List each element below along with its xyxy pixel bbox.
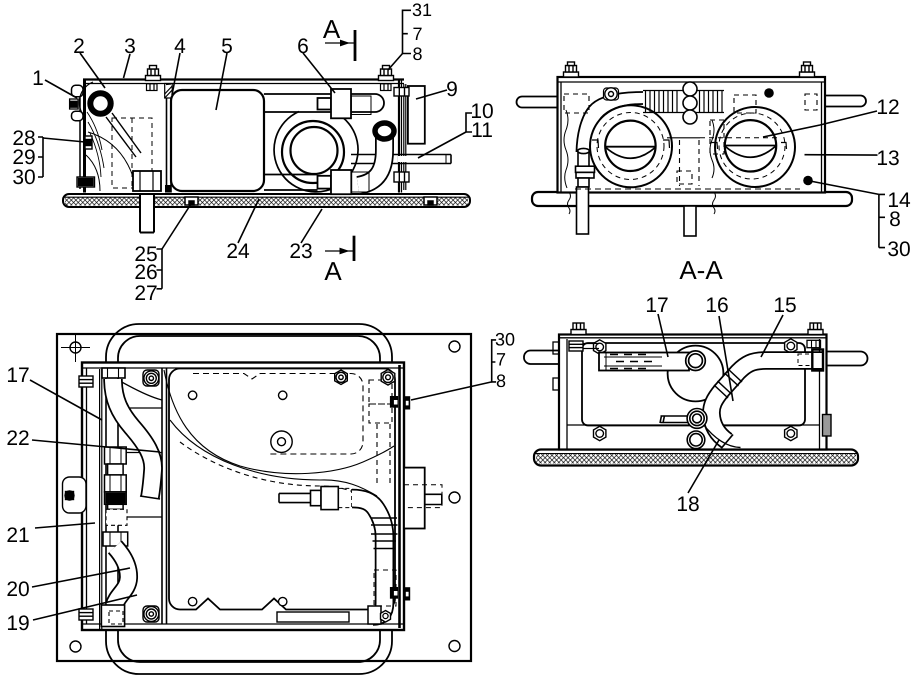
svg-text:4: 4 bbox=[174, 35, 186, 58]
svg-text:22: 22 bbox=[6, 427, 29, 450]
svg-text:30: 30 bbox=[12, 166, 35, 189]
svg-text:12: 12 bbox=[876, 96, 899, 119]
svg-text:8: 8 bbox=[412, 44, 422, 64]
svg-text:10: 10 bbox=[470, 100, 493, 123]
svg-text:A-A: A-A bbox=[679, 255, 723, 285]
svg-text:20: 20 bbox=[6, 578, 29, 601]
svg-text:8: 8 bbox=[496, 371, 506, 391]
svg-text:1: 1 bbox=[32, 67, 44, 90]
svg-text:25: 25 bbox=[134, 243, 157, 266]
svg-text:14: 14 bbox=[887, 189, 911, 212]
svg-text:21: 21 bbox=[6, 524, 29, 547]
svg-text:30: 30 bbox=[495, 330, 515, 350]
svg-text:26: 26 bbox=[134, 261, 157, 284]
svg-text:7: 7 bbox=[412, 24, 422, 44]
svg-text:19: 19 bbox=[6, 612, 29, 635]
svg-text:A: A bbox=[324, 256, 342, 286]
svg-text:11: 11 bbox=[471, 119, 493, 142]
svg-text:24: 24 bbox=[226, 240, 250, 263]
svg-text:3: 3 bbox=[124, 35, 136, 58]
svg-text:28: 28 bbox=[12, 127, 35, 150]
svg-text:23: 23 bbox=[289, 240, 312, 263]
svg-text:A: A bbox=[323, 14, 341, 44]
svg-text:15: 15 bbox=[773, 294, 796, 317]
svg-text:9: 9 bbox=[446, 78, 458, 101]
svg-text:6: 6 bbox=[297, 35, 309, 58]
svg-text:13: 13 bbox=[876, 147, 899, 170]
svg-text:2: 2 bbox=[73, 35, 85, 58]
svg-text:31: 31 bbox=[412, 0, 432, 20]
svg-text:5: 5 bbox=[221, 35, 233, 58]
svg-text:27: 27 bbox=[134, 282, 157, 305]
svg-text:7: 7 bbox=[496, 350, 506, 370]
svg-text:17: 17 bbox=[645, 294, 668, 317]
svg-text:30: 30 bbox=[887, 238, 910, 261]
svg-text:29: 29 bbox=[12, 146, 35, 169]
svg-text:8: 8 bbox=[889, 208, 901, 231]
svg-text:16: 16 bbox=[705, 294, 728, 317]
svg-text:17: 17 bbox=[6, 364, 29, 387]
svg-text:18: 18 bbox=[676, 493, 699, 516]
